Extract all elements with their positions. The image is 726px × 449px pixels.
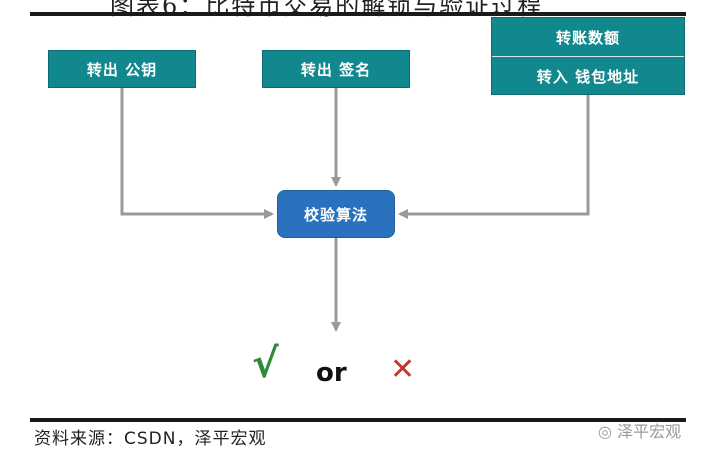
cross-mark-icon: ✕ [390, 352, 416, 387]
address-cell: 转入 钱包地址 [492, 57, 684, 95]
arrow-tx-to-algo [398, 95, 590, 219]
stack-divider [492, 56, 684, 57]
transaction-info-box: 转账数额 转入 钱包地址 [491, 17, 685, 95]
bottom-rule [30, 418, 686, 422]
amount-cell: 转账数额 [492, 18, 684, 56]
watermark-text: 泽平宏观 [617, 422, 682, 441]
signature-box: 转出 签名 [262, 50, 410, 88]
top-rule [30, 12, 686, 16]
check-mark-icon: √ [252, 341, 279, 387]
connector-arrows [120, 88, 590, 332]
arrow-pubkey-to-algo [120, 88, 274, 219]
amount-label: 转账数额 [555, 28, 620, 47]
watermark: ◎ 泽平宏观 [598, 418, 681, 442]
verification-algorithm-box: 校验算法 [277, 190, 395, 238]
verification-algorithm-label: 校验算法 [303, 205, 368, 224]
address-label: 转入 钱包地址 [536, 67, 640, 86]
or-label: or [316, 358, 347, 388]
signature-label: 转出 签名 [300, 60, 372, 79]
wechat-icon: ◎ [598, 422, 612, 441]
public-key-box: 转出 公钥 [48, 50, 196, 88]
source-note: 资料来源：CSDN，泽平宏观 [34, 429, 267, 449]
public-key-label: 转出 公钥 [86, 60, 158, 79]
